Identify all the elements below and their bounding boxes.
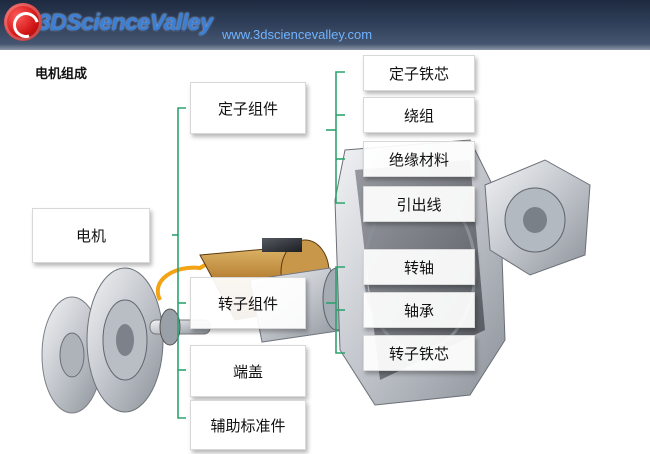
node-insulation-label: 绝缘材料 — [388, 150, 449, 169]
wiring-shape — [155, 260, 212, 301]
node-bearing: 轴承 — [363, 292, 475, 328]
node-stator-assembly: 定子组件 — [190, 82, 306, 134]
node-stator-core-label: 定子铁芯 — [388, 64, 449, 83]
node-rotor-assembly: 转子组件 — [190, 277, 306, 329]
node-standard-parts-label: 辅助标准件 — [210, 416, 286, 435]
node-stator-core: 定子铁芯 — [363, 55, 475, 91]
node-rotor-assembly-label: 转子组件 — [217, 294, 278, 313]
logo-globe-icon — [4, 3, 42, 41]
node-shaft: 转轴 — [363, 249, 475, 285]
end-cover-shape — [41, 267, 164, 414]
node-motor-label: 电机 — [75, 227, 106, 245]
node-lead-wire-label: 引出线 — [396, 195, 442, 214]
node-winding: 绕组 — [363, 97, 475, 133]
node-shaft-label: 转轴 — [403, 258, 434, 277]
node-bearing-label: 轴承 — [403, 301, 434, 320]
site-url[interactable]: www.3dsciencevalley.com — [222, 27, 373, 42]
node-end-cover: 端盖 — [190, 345, 306, 397]
logo-text: 3DScienceValley — [38, 8, 213, 35]
node-rotor-core: 转子铁芯 — [363, 335, 475, 371]
node-stator-assembly-label: 定子组件 — [217, 99, 278, 118]
node-motor: 电机 — [32, 208, 150, 263]
header-banner: 3DScienceValley www.3dsciencevalley.com — [0, 0, 650, 50]
node-end-cover-label: 端盖 — [232, 362, 263, 381]
site-logo[interactable]: 3DScienceValley — [4, 2, 213, 42]
gearbox-shape — [484, 159, 591, 276]
node-lead-wire: 引出线 — [363, 186, 475, 222]
page-title: 电机组成 — [35, 67, 88, 82]
node-winding-label: 绕组 — [403, 106, 434, 125]
node-standard-parts: 辅助标准件 — [190, 400, 306, 450]
node-rotor-core-label: 转子铁芯 — [388, 344, 449, 363]
node-insulation: 绝缘材料 — [363, 141, 475, 177]
